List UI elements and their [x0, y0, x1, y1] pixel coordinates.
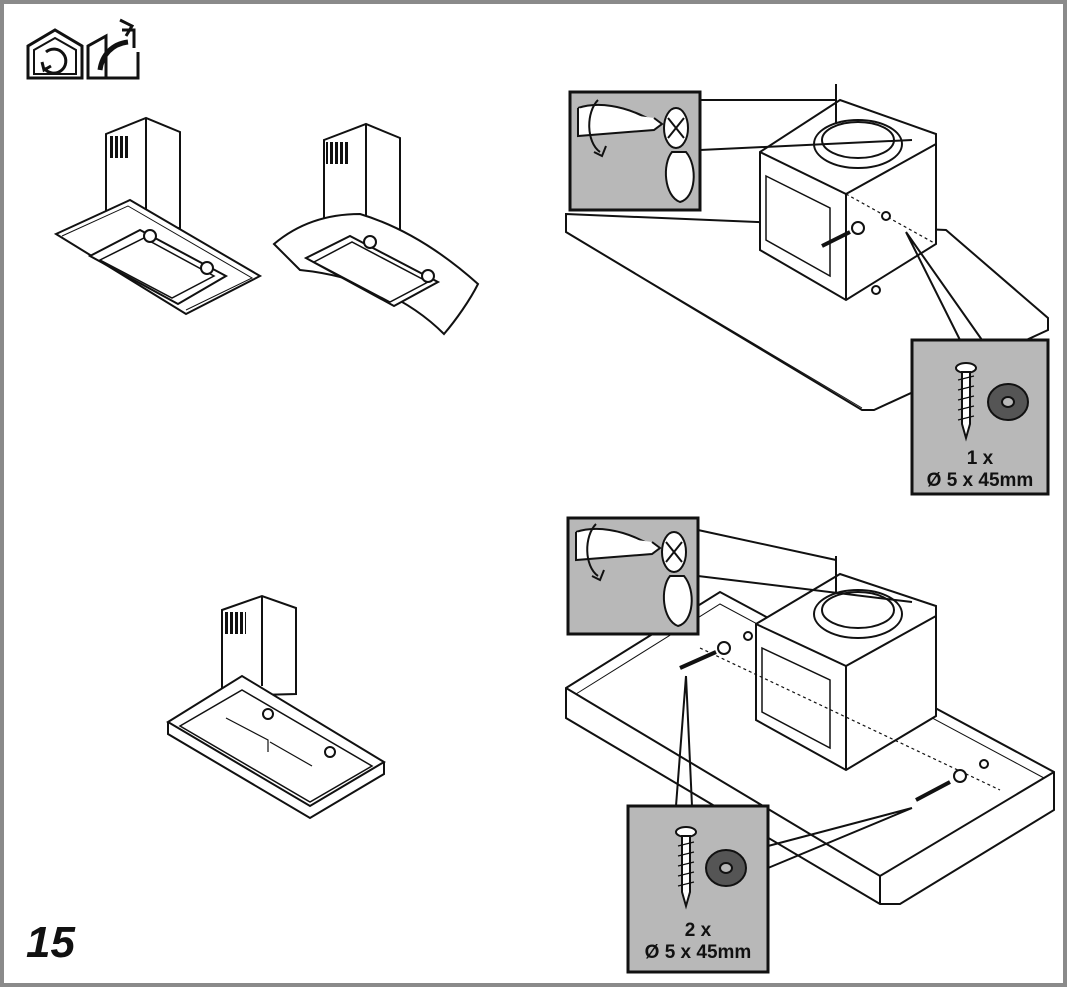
hood-box-stainless: [166, 594, 386, 820]
callout-top-spec: Ø 5 x 45mm: [926, 470, 1034, 491]
hood-curved-glass-arched: [272, 122, 480, 336]
recirculation-mode-icon: [26, 28, 84, 80]
screwdriver-inset-bottom: [566, 516, 913, 636]
screw-callout-top: [905, 231, 1050, 496]
screw-icon: [675, 826, 697, 910]
washer-icon: [705, 849, 747, 887]
callout-bottom-quantity: 2 x: [684, 920, 712, 941]
callout-bottom-spec: Ø 5 x 45mm: [644, 942, 752, 963]
screwdriver-inset-top: [568, 90, 913, 212]
washer-icon: [987, 383, 1029, 421]
screw-callout-bottom: [626, 675, 913, 974]
hood-curved-glass-flat: [53, 116, 263, 316]
screw-icon: [955, 362, 977, 442]
callout-bottom-label: 2 x Ø 5 x 45mm: [628, 920, 768, 964]
assembly-bottom-right: [565, 556, 1055, 905]
callout-top-quantity: 1 x: [966, 448, 994, 469]
callout-top-label: 1 x Ø 5 x 45mm: [912, 448, 1048, 492]
ducted-extraction-mode-icon: [86, 18, 140, 80]
step-number: 15: [26, 918, 75, 967]
